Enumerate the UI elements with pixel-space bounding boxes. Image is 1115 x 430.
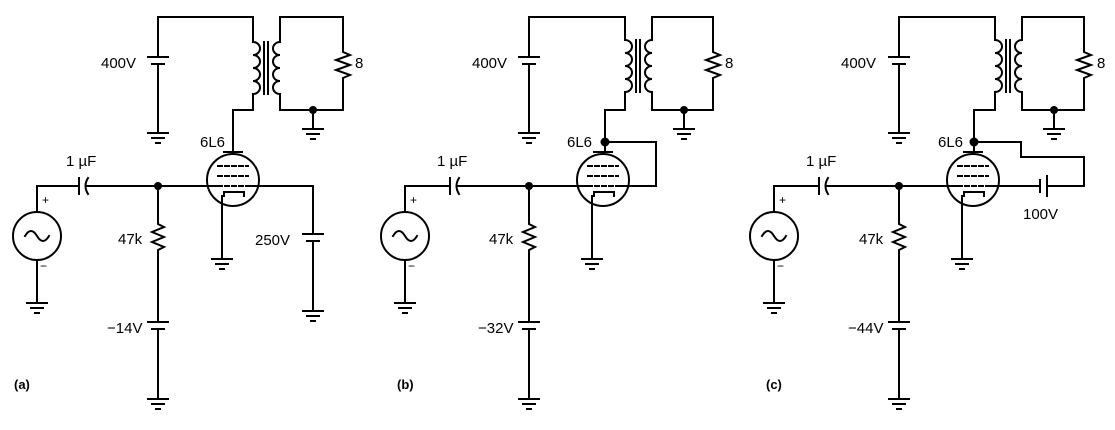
plate-supply-battery-c <box>888 16 910 144</box>
signal-source-c <box>749 185 799 314</box>
grid-resistor-a <box>149 185 167 323</box>
signal-source-b <box>380 185 430 314</box>
source-plus-b: + <box>410 193 417 207</box>
source-minus-b: − <box>408 259 415 273</box>
circuit-b: 400V 8 6L6 <box>380 16 733 410</box>
bias-battery-a <box>147 321 169 410</box>
resistor-label-b: 47k <box>489 231 514 248</box>
screen-voltage-label-a: 250V <box>255 232 290 249</box>
cap-label-c: 1 µF <box>806 153 836 170</box>
load-resistor-c <box>1074 47 1094 81</box>
load-resistor-b <box>703 47 723 81</box>
supply-voltage-label-a: 400V <box>101 55 136 72</box>
bias-battery-c <box>888 321 910 410</box>
resistor-label-c: 47k <box>859 231 884 248</box>
output-transformer-b <box>623 16 714 111</box>
cap-label-b: 1 µF <box>437 153 467 170</box>
output-transformer-a <box>251 16 344 111</box>
coupling-capacitor-a <box>36 176 208 196</box>
bias-battery-b <box>518 321 540 410</box>
grid-resistor-b <box>520 185 538 323</box>
circuit-c: 400V 8 100V <box>749 16 1105 410</box>
caption-b: (b) <box>397 377 414 392</box>
source-minus-a: − <box>40 259 47 273</box>
load-label-c: 8 <box>1097 55 1105 72</box>
screen-voltage-label-c: 100V <box>1023 206 1058 223</box>
signal-source-a <box>12 185 62 314</box>
tube-label-b: 6L6 <box>567 134 592 151</box>
bias-label-c: −44V <box>848 320 883 337</box>
supply-voltage-label-c: 400V <box>841 55 876 72</box>
screen-supply-battery-a <box>302 185 324 322</box>
source-plus-c: + <box>779 193 786 207</box>
cap-label-a: 1 µF <box>66 153 96 170</box>
coupling-capacitor-c <box>773 176 948 196</box>
tube-label-c: 6L6 <box>938 134 963 151</box>
vacuum-tube-a <box>206 151 314 259</box>
grid-resistor-c <box>890 185 908 323</box>
bias-label-b: −32V <box>478 320 513 337</box>
bias-label-a: −14V <box>107 320 142 337</box>
source-minus-c: − <box>777 259 784 273</box>
vacuum-tube-b <box>576 151 630 259</box>
coupling-capacitor-b <box>404 176 578 196</box>
plate-supply-battery-a <box>147 16 169 144</box>
source-plus-a: + <box>42 193 49 207</box>
supply-voltage-label-b: 400V <box>472 55 507 72</box>
load-label-b: 8 <box>725 55 733 72</box>
circuit-a: 400V 8 <box>12 16 363 410</box>
load-label-a: 8 <box>355 55 363 72</box>
resistor-label-a: 47k <box>118 231 143 248</box>
tube-label-a: 6L6 <box>200 134 225 151</box>
caption-a: (a) <box>14 377 30 392</box>
vacuum-tube-c <box>946 151 1000 259</box>
load-resistor-a <box>333 47 353 81</box>
output-transformer-c <box>993 16 1085 111</box>
caption-c: (c) <box>766 377 782 392</box>
plate-supply-battery-b <box>518 16 540 144</box>
